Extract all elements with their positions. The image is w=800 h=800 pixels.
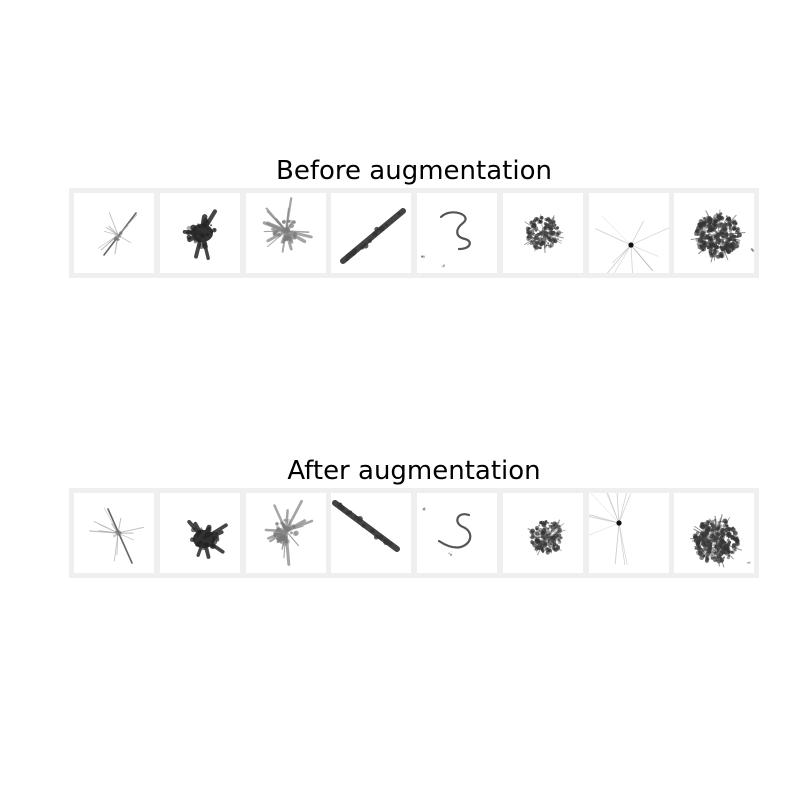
thumbnail-faint-radial-lines [588,493,669,573]
thumbnail-curly-squiggle [417,493,497,573]
gray-star-burst-image [262,197,313,253]
thumbnail-thin-star-blur [74,493,154,573]
curly-squiggle-image [422,506,472,556]
image-strip-before [69,188,759,278]
dense-blob-image [523,214,564,254]
diagonal-streak-image [332,500,401,552]
panel-title-after: After augmentation [287,456,541,486]
thumbnail-faint-radial-lines [588,193,669,273]
dark-splat-image [182,209,217,261]
large-dense-blob-image [690,514,751,568]
thumbnail-thin-star-blur [74,193,154,273]
image-strip-after [69,488,759,578]
thumbnail-curly-squiggle [417,193,497,273]
panel-title-before: Before augmentation [276,156,552,186]
large-dense-blob-image [690,209,755,263]
curly-squiggle-image [420,211,471,268]
gray-star-burst-image [264,499,313,566]
thumbnail-gray-star-burst [245,193,326,273]
thin-star-blur-image [89,507,144,564]
dark-splat-image [186,519,228,559]
thumbnail-dark-splat [159,493,240,573]
thin-star-blur-image [97,212,138,256]
faint-radial-lines-image [588,493,631,566]
dense-blob-image [527,519,566,556]
thumbnail-diagonal-streak [331,193,412,273]
thumbnail-large-dense-blob [674,493,755,573]
thumbnail-large-dense-blob [674,193,755,273]
thumbnail-diagonal-streak [331,493,412,573]
thumbnail-dense-blob [502,193,583,273]
diagonal-streak-image [340,208,407,264]
faint-radial-lines-image [594,215,669,273]
thumbnail-gray-star-burst [245,493,326,573]
thumbnail-dense-blob [502,493,583,573]
thumbnail-dark-splat [159,193,240,273]
